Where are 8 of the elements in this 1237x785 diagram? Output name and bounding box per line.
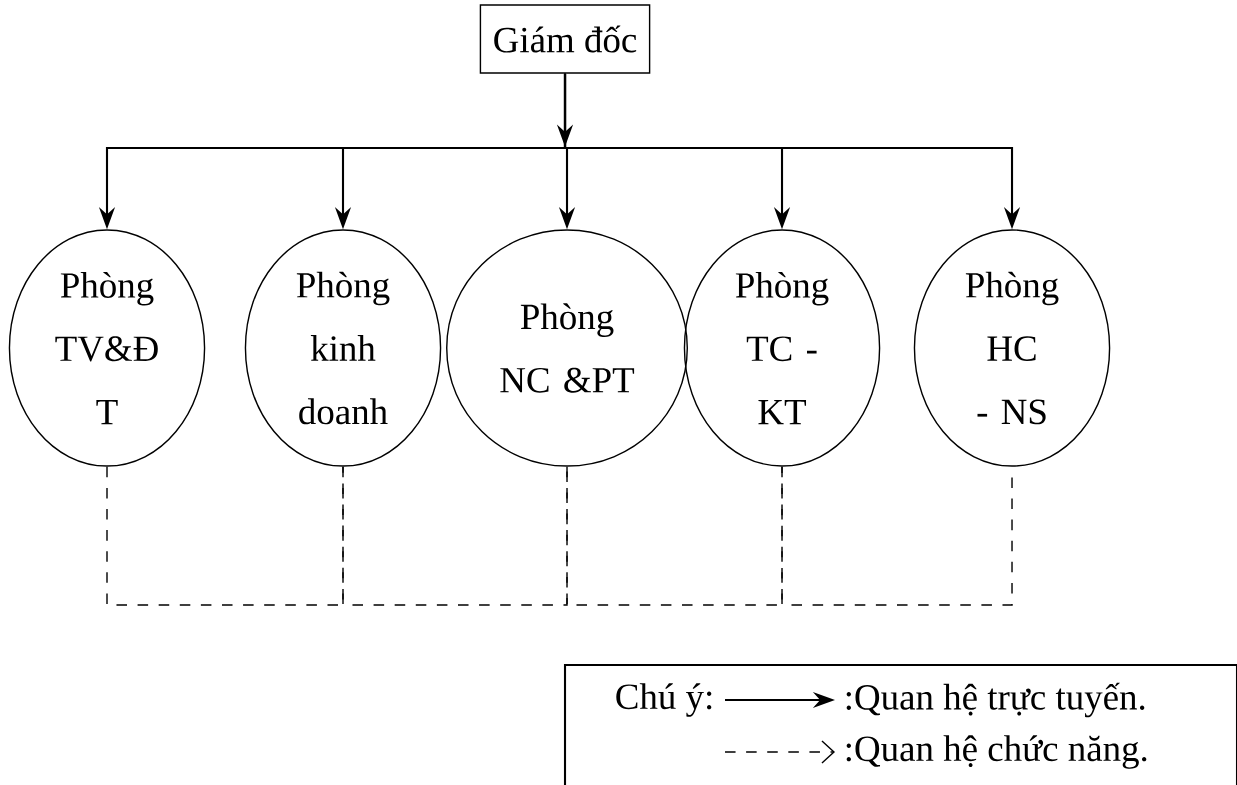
legend-text: :Quan hệ trực tuyến. [846,682,1145,718]
legend-text: :Quan hệ chức năng. [846,735,1147,769]
process-box: Giám đốc [479,4,651,74]
dashed-connector [342,466,568,606]
legend-heading: Chú ý: [616,683,712,717]
dashed-connector [566,466,783,606]
dashed-connector [781,466,1013,606]
dashed-connector [106,466,344,606]
